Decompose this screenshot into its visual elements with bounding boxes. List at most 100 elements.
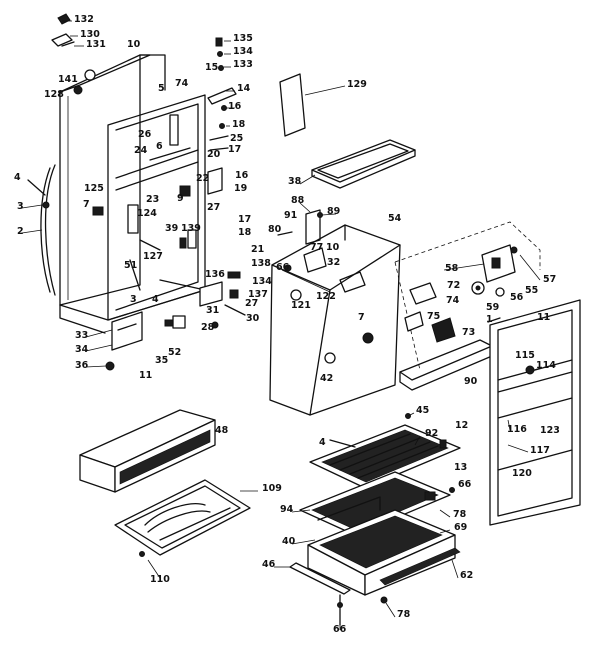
- callout-p137: 137: [248, 289, 268, 300]
- callout-p19: 19: [234, 183, 247, 194]
- callout-p121: 121: [291, 300, 311, 311]
- callout-p116: 116: [507, 424, 527, 435]
- callout-p59: 59: [486, 302, 499, 313]
- leader-lines: [62, 20, 541, 630]
- top-hinge-parts: [51, 13, 96, 95]
- callout-p1: 1: [486, 314, 493, 325]
- cabinet-hardware: [92, 114, 197, 291]
- callout-p141: 141: [58, 74, 78, 85]
- callout-p10b: 10: [326, 242, 340, 253]
- callout-p54: 54: [388, 213, 402, 224]
- callout-p110: 110: [150, 574, 170, 585]
- callout-p32: 32: [327, 257, 340, 268]
- callout-p12: 12: [455, 420, 468, 431]
- callout-p10: 10: [127, 39, 141, 50]
- base-grille: [79, 409, 216, 493]
- callout-p139: 139: [181, 223, 201, 234]
- callout-p75: 75: [427, 311, 440, 322]
- callout-p132: 132: [74, 14, 94, 25]
- callout-p6: 6: [156, 141, 163, 152]
- callout-p13: 13: [454, 462, 467, 473]
- callout-p115: 115: [515, 350, 535, 361]
- fan-motor-assembly: [404, 244, 518, 343]
- callout-p135: 135: [233, 33, 253, 44]
- power-cord: [21, 164, 56, 296]
- drip-tray-38: [311, 139, 416, 189]
- callout-p57: 57: [543, 274, 556, 285]
- callout-p55: 55: [525, 285, 538, 296]
- callout-p3: 3: [17, 201, 24, 212]
- callout-p4a: 4: [14, 172, 21, 183]
- shelf-94: [299, 471, 451, 536]
- callout-p66b: 66: [458, 479, 472, 490]
- callout-p56: 56: [510, 292, 524, 303]
- callout-p20: 20: [207, 149, 221, 160]
- callout-p42: 42: [320, 373, 333, 384]
- callout-p66a: 66: [276, 262, 290, 273]
- callout-p40: 40: [282, 536, 296, 547]
- fresh-food-liner: [269, 224, 401, 416]
- callout-p134a: 134: [233, 46, 253, 57]
- callout-p77: 77: [310, 242, 323, 253]
- callout-p4c: 4: [319, 437, 326, 448]
- callout-p7a: 7: [83, 199, 90, 210]
- callout-p90: 90: [464, 376, 478, 387]
- callout-p123: 123: [540, 425, 560, 436]
- callout-p28: 28: [201, 322, 215, 333]
- callout-p52: 52: [168, 347, 181, 358]
- callout-p122: 122: [316, 291, 336, 302]
- callout-p125: 125: [84, 183, 104, 194]
- callout-p18b: 18: [238, 227, 252, 238]
- callout-p46: 46: [262, 559, 276, 570]
- callout-p33: 33: [75, 330, 88, 341]
- callout-p23: 23: [146, 194, 159, 205]
- callout-p72: 72: [447, 280, 460, 291]
- callout-p35: 35: [155, 355, 168, 366]
- callout-p11b: 11: [139, 370, 152, 381]
- callout-p94: 94: [280, 504, 294, 515]
- callout-p73: 73: [462, 327, 475, 338]
- callout-p131: 131: [86, 39, 106, 50]
- callout-p114: 114: [536, 360, 556, 371]
- callout-p17a: 17: [228, 144, 241, 155]
- lower-hinge-hardware: [199, 271, 246, 329]
- callout-p15: 15: [205, 62, 218, 73]
- callout-p69: 69: [454, 522, 467, 533]
- callout-p58: 58: [445, 263, 459, 274]
- control-parts: [277, 209, 327, 301]
- callout-p88: 88: [291, 195, 305, 206]
- callout-p91: 91: [284, 210, 297, 221]
- hinge-stack: [207, 37, 237, 195]
- callout-p138: 138: [251, 258, 271, 269]
- callout-p16b: 16: [235, 170, 249, 181]
- callout-p38: 38: [288, 176, 302, 187]
- callout-p27b: 27: [245, 298, 258, 309]
- callout-p134b: 134: [252, 276, 272, 287]
- callout-p92: 92: [425, 428, 438, 439]
- callout-p128: 128: [44, 89, 64, 100]
- callout-p120: 120: [512, 468, 532, 479]
- callout-p9: 9: [177, 193, 184, 204]
- callout-p130: 130: [80, 29, 100, 40]
- callout-p129: 129: [347, 79, 367, 90]
- callout-p3b: 3: [130, 294, 137, 305]
- callout-p22: 22: [196, 173, 209, 184]
- door-liner: [489, 299, 581, 526]
- bottom-hinge-parts: [85, 311, 186, 371]
- callout-p31: 31: [206, 305, 219, 316]
- callout-p2: 2: [17, 226, 24, 237]
- callout-p7b: 7: [358, 312, 365, 323]
- callout-p45: 45: [416, 405, 429, 416]
- callout-p17b: 17: [238, 214, 251, 225]
- callout-p136: 136: [205, 269, 225, 280]
- callout-p30: 30: [246, 313, 260, 324]
- evaporator-bracket-region: [394, 221, 541, 371]
- callout-p78a: 78: [453, 509, 467, 520]
- callout-p117: 117: [530, 445, 550, 456]
- panel-129: [279, 73, 346, 137]
- callout-p78b: 78: [397, 609, 411, 620]
- callout-p14: 14: [237, 83, 251, 94]
- callout-p124: 124: [137, 208, 157, 219]
